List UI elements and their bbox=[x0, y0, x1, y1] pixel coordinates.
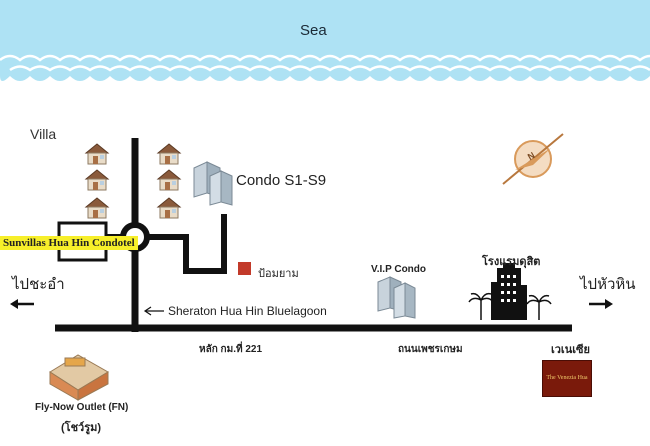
house-icon bbox=[156, 143, 182, 165]
direction-right-label: ไปหัวหิน bbox=[580, 276, 636, 293]
compass-icon bbox=[502, 133, 564, 185]
sheraton-pointer-icon bbox=[143, 306, 164, 316]
direction-left-label: ไปชะอำ bbox=[12, 276, 65, 293]
guard-post-label: ป้อมยาม bbox=[258, 268, 299, 280]
arrow-left-icon bbox=[10, 299, 34, 309]
house-icon bbox=[156, 197, 182, 219]
arrow-right-icon bbox=[589, 299, 613, 309]
showroom-label: (โชว์รูม) bbox=[61, 422, 102, 434]
sea-label: Sea bbox=[300, 22, 327, 39]
vip-condo-buildings-icon bbox=[377, 276, 416, 319]
km-marker-label: หลัก กม.ที่ 221 bbox=[199, 344, 263, 355]
vip-condo-label: V.I.P Condo bbox=[371, 264, 427, 275]
sheraton-label: Sheraton Hua Hin Bluelagoon bbox=[168, 304, 327, 318]
sunvillas-label: Sunvillas Hua Hin Condotel bbox=[0, 236, 138, 250]
venezia-logo: The Venezia Hua Hin bbox=[542, 360, 592, 397]
road-name-label: ถนนเพชรเกษม bbox=[398, 344, 463, 355]
guard-post-marker bbox=[238, 262, 251, 275]
condo-buildings-icon bbox=[193, 161, 233, 206]
house-icon bbox=[84, 169, 110, 191]
fly-now-label: Fly-Now Outlet (FN) bbox=[35, 402, 129, 413]
house-icon bbox=[156, 169, 182, 191]
hotel-building-icon bbox=[491, 263, 527, 320]
sea-waves bbox=[0, 54, 650, 72]
palm-tree-icon bbox=[468, 292, 552, 320]
hotel-label: โรงแรมดุสิต bbox=[482, 256, 541, 268]
sea-area bbox=[0, 0, 650, 81]
villa-label: Villa bbox=[30, 126, 57, 142]
condo-label: Condo S1-S9 bbox=[236, 172, 327, 189]
house-icon bbox=[84, 143, 110, 165]
condo-road bbox=[146, 214, 227, 274]
venezia-label: เวเนเซีย bbox=[551, 344, 590, 356]
store-building-icon bbox=[49, 354, 109, 401]
house-icon bbox=[84, 197, 110, 219]
